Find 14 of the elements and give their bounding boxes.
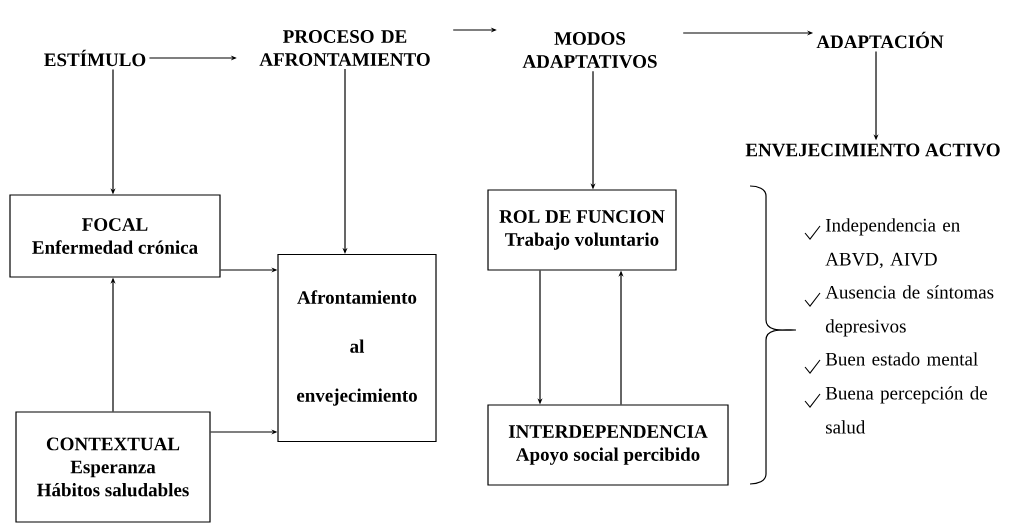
list-item: Buena percepción de salud [825, 386, 988, 434]
concept-box: Afrontamiento al envejecimiento [277, 253, 437, 443]
heading-text: MODOS ADAPTATIVOS [522, 32, 657, 68]
heading-text: PROCESO DE AFRONTAMIENTO [259, 30, 430, 66]
heading-text: ADAPTACIÓN [816, 31, 944, 49]
list-item: Ausencia de síntomas depresivos [825, 285, 994, 337]
list-item: Buen estado mental [825, 352, 978, 366]
concept-box: CONTEXTUAL Esperanza Hábitos saludables [15, 411, 211, 523]
concept-box: ROL DE FUNCION Trabajo voluntario [487, 189, 677, 271]
list-item: Independencia en ABVD, AIVD [825, 218, 960, 269]
heading-text: ENVEJECIMIENTO ACTIVO [745, 143, 1000, 157]
concept-box: FOCAL Enfermedad crónica [9, 194, 221, 278]
heading-text: ESTÍMULO [44, 49, 146, 67]
concept-box: INTERDEPENDENCIA Apoyo social percibido [487, 404, 729, 486]
